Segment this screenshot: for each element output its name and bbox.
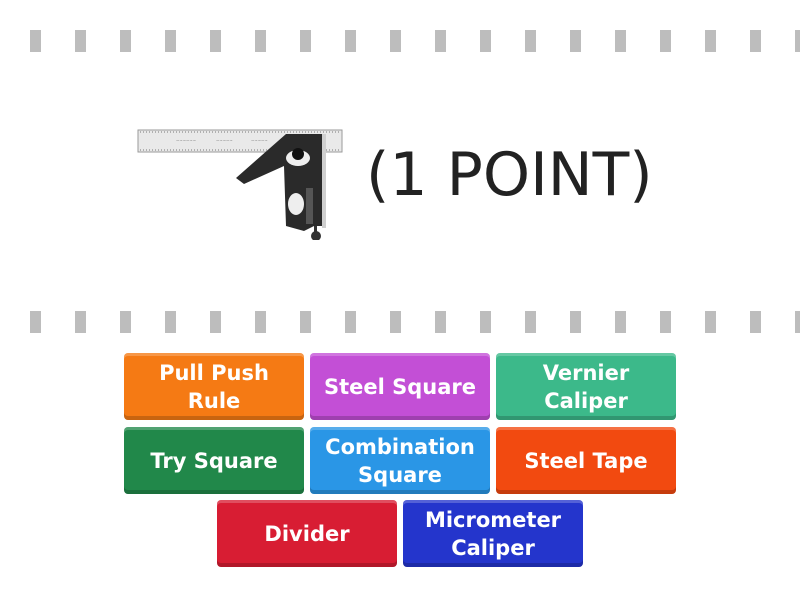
divider-dash (480, 30, 491, 52)
divider-dash (255, 311, 266, 333)
answer-label: Pull Push Rule (159, 360, 269, 413)
answer-label: Divider (264, 521, 350, 546)
answer-label: Combination Square (325, 434, 475, 487)
divider-dash (30, 311, 41, 333)
svg-text:~~~~~: ~~~~~ (216, 138, 233, 143)
divider-dash (210, 311, 221, 333)
divider-dash (345, 311, 356, 333)
divider-dash (120, 311, 131, 333)
divider-dash (660, 30, 671, 52)
divider-dash (255, 30, 266, 52)
divider-dash (390, 311, 401, 333)
divider-dash (660, 311, 671, 333)
divider-dash (750, 311, 761, 333)
answer-tile-try-square[interactable]: Try Square (124, 427, 304, 494)
divider-dash (345, 30, 356, 52)
divider-dash (210, 30, 221, 52)
divider-dash (300, 311, 311, 333)
divider-dash (75, 311, 86, 333)
divider-dash (435, 30, 446, 52)
answer-label: Vernier Caliper (542, 360, 630, 413)
answer-tile-steel-tape[interactable]: Steel Tape (496, 427, 676, 494)
divider-dash (705, 311, 716, 333)
divider-dash (525, 30, 536, 52)
divider-dash (165, 30, 176, 52)
divider-dash (795, 311, 800, 333)
answer-tile-vernier-caliper[interactable]: Vernier Caliper (496, 353, 676, 420)
divider-dash (750, 30, 761, 52)
divider-dash (705, 30, 716, 52)
combination-square-image: ~~~~~~~~~~~~~~~~ (136, 126, 344, 241)
answer-tile-divider[interactable]: Divider (217, 500, 397, 567)
answer-label: Steel Square (323, 374, 477, 399)
divider-dash (30, 30, 41, 52)
answer-label: Steel Tape (524, 448, 648, 473)
divider-dash (525, 311, 536, 333)
divider-dash (480, 311, 491, 333)
question-text: (1 POINT) (366, 140, 653, 210)
divider-dash (615, 30, 626, 52)
divider-dash (570, 30, 581, 52)
divider-dash (435, 311, 446, 333)
divider-dash (615, 311, 626, 333)
divider-dash (795, 30, 800, 52)
svg-text:~~~~~~: ~~~~~~ (176, 138, 196, 143)
answer-tile-combination-square[interactable]: Combination Square (310, 427, 490, 494)
divider-dash (390, 30, 401, 52)
svg-text:~~~~~: ~~~~~ (251, 138, 268, 143)
answer-tile-pull-push-rule[interactable]: Pull Push Rule (124, 353, 304, 420)
bottom-divider (0, 311, 800, 333)
answer-tile-micrometer-caliper[interactable]: Micrometer Caliper (403, 500, 583, 567)
answer-label: Try Square (150, 448, 278, 473)
divider-dash (120, 30, 131, 52)
divider-dash (300, 30, 311, 52)
divider-dash (75, 30, 86, 52)
divider-dash (165, 311, 176, 333)
top-divider (0, 30, 800, 52)
answer-tile-steel-square[interactable]: Steel Square (310, 353, 490, 420)
answer-label: Micrometer Caliper (424, 507, 562, 560)
divider-dash (570, 311, 581, 333)
